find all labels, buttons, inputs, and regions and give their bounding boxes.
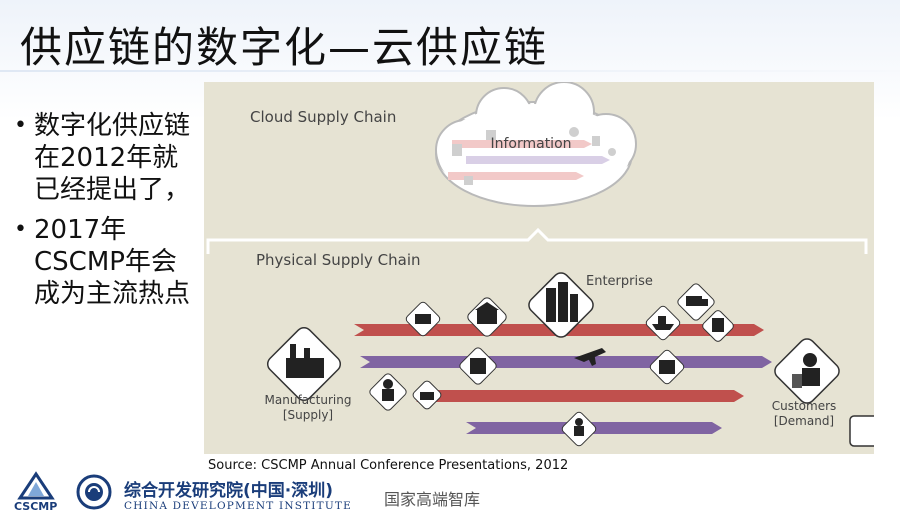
information-arrows xyxy=(448,140,610,180)
cdi-logo-icon xyxy=(76,474,112,510)
cscmp-logo-text: CSCMP xyxy=(14,500,58,513)
bullet-text: 数字化供应链在2012年就已经提出了， xyxy=(34,111,191,205)
enterprise-label: Enterprise xyxy=(586,274,653,289)
bullet-item: • 2017年CSCMP年会成为主流热点 xyxy=(14,214,194,310)
truck-icon xyxy=(677,283,715,321)
delivery-person-icon xyxy=(561,411,597,447)
customer-icon xyxy=(774,338,840,404)
worker-icon xyxy=(369,373,407,411)
think-tank-label: 国家高端智库 xyxy=(384,490,481,509)
container-icon xyxy=(459,347,497,385)
container-icon xyxy=(649,349,685,385)
enterprise-building-icon xyxy=(528,272,594,338)
title-divider xyxy=(0,70,900,72)
bullet-text: 2017年CSCMP年会成为主流热点 xyxy=(34,215,191,309)
supply-chain-figure: Information Cloud Supply Chain Physical … xyxy=(204,82,874,454)
ship-icon xyxy=(645,305,681,341)
warehouse-icon xyxy=(405,301,441,337)
supply-chain-diagram: Information Cloud Supply Chain Physical … xyxy=(206,82,874,447)
bullet-item: • 数字化供应链在2012年就已经提出了， xyxy=(14,110,194,206)
cdi-english-name: CHINA DEVELOPMENT INSTITUTE xyxy=(124,500,352,512)
bullet-dot-icon: • xyxy=(14,113,27,138)
bank-building-icon xyxy=(467,297,507,337)
cloud-faded-icons xyxy=(452,127,616,185)
manufacturing-label: Manufacturing xyxy=(265,393,352,407)
red-arrow-2 xyxy=(416,390,744,402)
bracket-line xyxy=(206,227,868,254)
bullet-dot-icon: • xyxy=(14,217,27,242)
demand-label: [Demand] xyxy=(774,414,834,428)
office-building-icon xyxy=(702,310,734,342)
customers-label: Customers xyxy=(772,399,837,413)
physical-supply-chain-label: Physical Supply Chain xyxy=(256,251,421,269)
corner-box xyxy=(849,415,874,447)
bullet-list: • 数字化供应链在2012年就已经提出了， • 2017年CSCMP年会成为主流… xyxy=(14,110,194,318)
slide-title: 供应链的数字化—云供应链 xyxy=(20,23,549,72)
factory-small-icon xyxy=(412,380,442,410)
factory-icon xyxy=(266,326,342,402)
supply-label: [Supply] xyxy=(283,408,333,422)
cscmp-logo-icon xyxy=(17,471,55,500)
cdi-chinese-name: 综合开发研究院(中国·深圳) xyxy=(124,481,333,501)
cloud-supply-chain-label: Cloud Supply Chain xyxy=(250,108,396,126)
purple-arrow-1 xyxy=(360,356,772,368)
source-citation: Source: CSCMP Annual Conference Presenta… xyxy=(208,458,569,473)
information-label: Information xyxy=(490,136,571,152)
airplane-icon xyxy=(574,348,606,366)
